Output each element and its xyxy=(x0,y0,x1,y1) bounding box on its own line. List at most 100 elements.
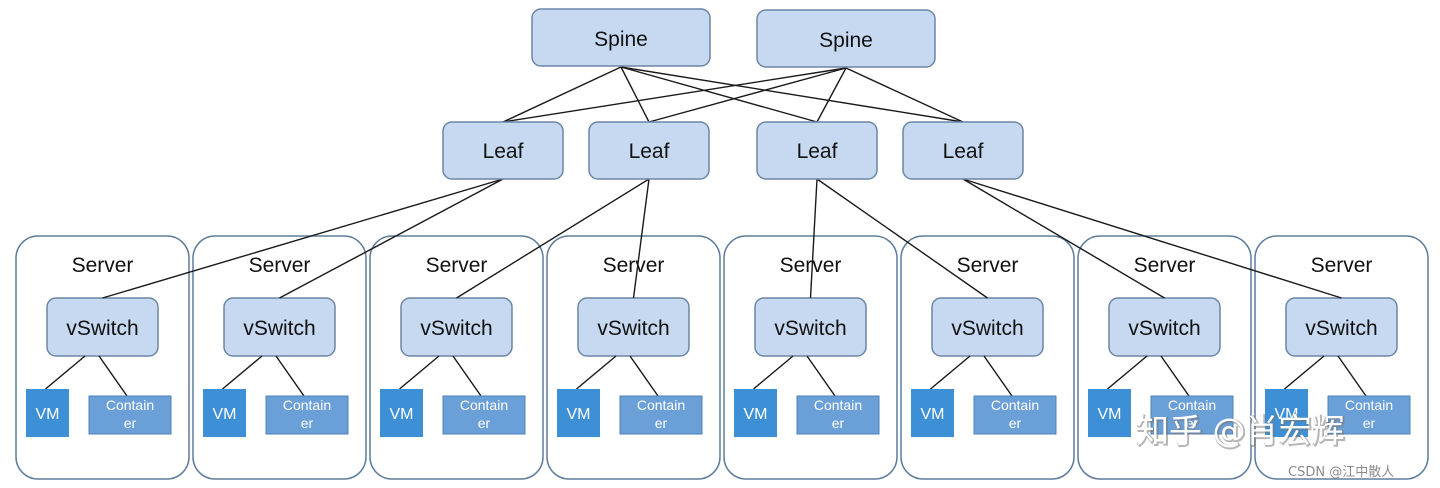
spine-leaf-link xyxy=(648,67,847,123)
vswitch-label: vSwitch xyxy=(243,317,315,340)
watermark-zhihu: 知乎 @肖宏辉 xyxy=(1136,411,1345,450)
container-label-line2: er xyxy=(1009,415,1022,431)
vswitch-label: vSwitch xyxy=(420,317,492,340)
container-box xyxy=(796,395,880,435)
container-label-line1: Contain xyxy=(1168,397,1216,413)
spine-box xyxy=(756,9,936,68)
server-label: Server xyxy=(249,254,311,277)
vswitch-vm-link xyxy=(1107,355,1148,390)
vswitch-label: vSwitch xyxy=(774,317,846,340)
leaf-vswitch-link xyxy=(456,178,650,299)
vswitch-vm-link xyxy=(753,355,794,390)
spine-box xyxy=(531,8,711,67)
server-label: Server xyxy=(957,254,1019,277)
container-label-line2: er xyxy=(1186,415,1199,431)
leaf-vswitch-link xyxy=(816,178,988,299)
vswitch-vm-link xyxy=(1284,355,1325,390)
spine-node: Spine xyxy=(531,8,711,67)
container-box xyxy=(88,395,172,435)
leaf-vswitch-link xyxy=(102,178,504,299)
vm-box xyxy=(1265,389,1308,437)
vswitch-container-link xyxy=(98,355,128,397)
leaf-box xyxy=(756,121,878,180)
spine-leaf-link xyxy=(620,66,650,123)
vswitch-label: vSwitch xyxy=(1305,317,1377,340)
watermark-zhihu-outline: 知乎 @肖宏辉 xyxy=(1137,412,1346,451)
container-label-line1: Contain xyxy=(637,397,685,413)
leaf-node: Leaf xyxy=(588,121,710,180)
server-label: Server xyxy=(1134,254,1196,277)
server-label: Server xyxy=(426,254,488,277)
container-label-line2: er xyxy=(1363,415,1376,431)
container-label-line2: er xyxy=(655,415,668,431)
vm-label: VM xyxy=(1098,406,1122,423)
vm-box xyxy=(911,389,954,437)
vswitch-container-link xyxy=(275,355,305,397)
vm-box xyxy=(26,389,69,437)
leaf-vswitch-link xyxy=(632,178,650,299)
leaf-node: Leaf xyxy=(902,121,1024,180)
vm-box xyxy=(557,389,600,437)
vm-label: VM xyxy=(1275,406,1299,423)
vm-label: VM xyxy=(390,406,414,423)
leaf-vswitch-link xyxy=(809,178,818,299)
container-label-line1: Contain xyxy=(814,397,862,413)
vswitch-container-link xyxy=(1337,355,1367,397)
vswitch-vm-link xyxy=(222,355,263,390)
container-label-line2: er xyxy=(832,415,845,431)
leaf-label: Leaf xyxy=(483,140,524,163)
vswitch-container-link xyxy=(983,355,1013,397)
leaf-box xyxy=(902,121,1024,180)
server-label: Server xyxy=(780,254,842,277)
vm-box xyxy=(734,389,777,437)
vm-label: VM xyxy=(744,406,768,423)
vm-box xyxy=(203,389,246,437)
leaf-vswitch-link xyxy=(962,178,1165,299)
leaf-node: Leaf xyxy=(442,121,564,180)
server-label: Server xyxy=(1311,254,1373,277)
spine-leaf-link xyxy=(845,67,964,123)
vswitch-label: vSwitch xyxy=(1128,317,1200,340)
container-box xyxy=(442,395,526,435)
spine-leaf-link xyxy=(620,66,964,123)
spine-label: Spine xyxy=(819,29,873,52)
vswitch-label: vSwitch xyxy=(66,317,138,340)
leaf-vswitch-link xyxy=(279,178,504,299)
leaf-vswitch-link xyxy=(962,178,1342,299)
container-label-line1: Contain xyxy=(991,397,1039,413)
spine-leaf-link xyxy=(502,67,847,123)
vm-label: VM xyxy=(567,406,591,423)
vswitch-label: vSwitch xyxy=(951,317,1023,340)
vm-label: VM xyxy=(213,406,237,423)
vswitch-container-link xyxy=(452,355,482,397)
leaf-label: Leaf xyxy=(629,140,670,163)
leaf-box xyxy=(442,121,564,180)
container-label-line2: er xyxy=(478,415,491,431)
spine-leaf-link xyxy=(502,66,622,123)
vswitch-vm-link xyxy=(576,355,617,390)
leaf-label: Leaf xyxy=(943,140,984,163)
container-box xyxy=(1327,395,1411,435)
container-label-line2: er xyxy=(301,415,314,431)
links-layer xyxy=(502,66,964,123)
vswitch-container-link xyxy=(629,355,659,397)
vm-label: VM xyxy=(921,406,945,423)
container-label-line1: Contain xyxy=(106,397,154,413)
leaf-node: Leaf xyxy=(756,121,878,180)
spine-label: Spine xyxy=(594,28,648,51)
container-label-line1: Contain xyxy=(460,397,508,413)
vswitch-vm-link xyxy=(399,355,440,390)
spine-node: Spine xyxy=(756,9,936,68)
vswitch-vm-link xyxy=(930,355,971,390)
leaf-box xyxy=(588,121,710,180)
spine-leaf-link xyxy=(620,66,818,123)
